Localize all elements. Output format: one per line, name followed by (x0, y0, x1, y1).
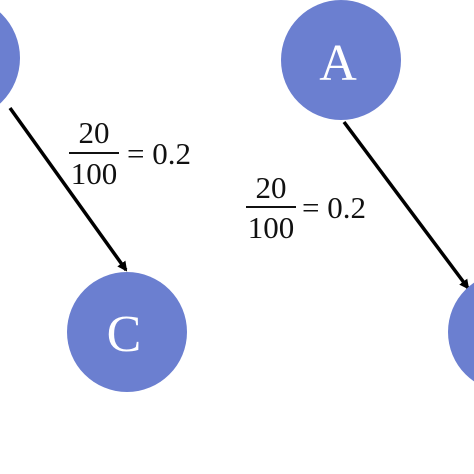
edge-right-result: = 0.2 (302, 190, 366, 225)
edge-left-denominator: 100 (71, 156, 118, 191)
node-c: C (67, 272, 187, 392)
node-c-circle (67, 272, 187, 392)
edge-right-denominator: 100 (248, 210, 295, 245)
node-a-circle (281, 0, 401, 120)
node-bottom-right (448, 282, 474, 382)
edge-right-numerator: 20 (256, 170, 287, 205)
node-top-left-circle (0, 12, 20, 104)
edge-left-probability: 20 100 = 0.2 (69, 115, 191, 191)
edge-left-result: = 0.2 (127, 136, 191, 171)
node-a-label: A (319, 35, 357, 92)
node-top-left (0, 12, 20, 104)
node-a: A (281, 0, 401, 120)
edge-topleft-to-c (8, 106, 128, 272)
edge-right-probability: 20 100 = 0.2 (246, 170, 366, 245)
node-bottom-right-circle (448, 282, 474, 382)
edge-left-numerator: 20 (79, 115, 110, 150)
node-c-label: C (107, 306, 142, 363)
edge-a-to-bottomright (342, 120, 470, 290)
